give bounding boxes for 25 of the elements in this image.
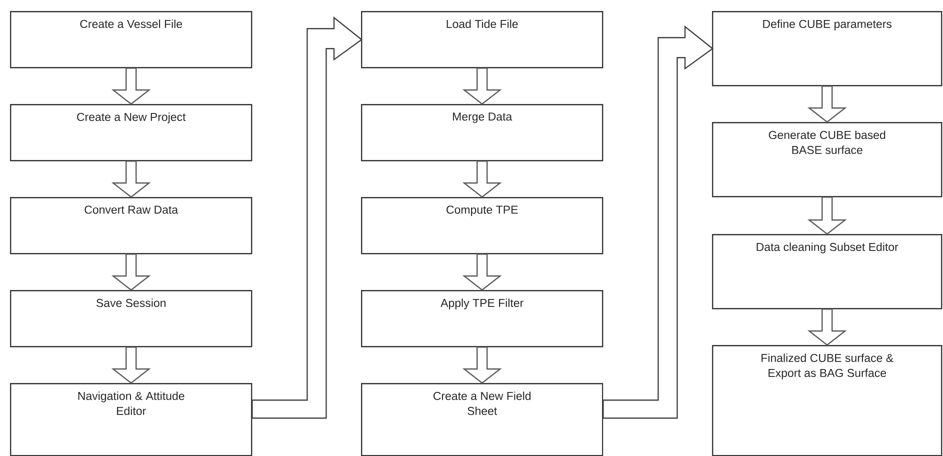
- process-box: Define CUBE parameters: [712, 11, 942, 86]
- hollow-arrow: [807, 86, 847, 123]
- process-box: Create a Vessel File: [10, 11, 252, 68]
- process-box: Convert Raw Data: [10, 197, 252, 254]
- process-box: Merge Data: [361, 104, 604, 162]
- process-box: Data cleaning Subset Editor: [712, 234, 942, 310]
- process-box: Save Session: [10, 290, 252, 348]
- hollow-arrow: [111, 254, 151, 291]
- hollow-arrow: [807, 308, 847, 346]
- hollow-arrow: [462, 160, 502, 198]
- process-box: Create a New Field Sheet: [361, 383, 604, 456]
- hollow-arrow: [462, 68, 502, 105]
- process-box: Compute TPE: [361, 197, 604, 254]
- hollow-arrow: [111, 346, 151, 384]
- process-box: Navigation & Attitude Editor: [10, 383, 252, 456]
- process-box: Generate CUBE based BASE surface: [712, 122, 942, 198]
- process-box: Create a New Project: [10, 104, 252, 162]
- hollow-arrow: [111, 160, 151, 198]
- hollow-arrow: [462, 254, 502, 291]
- hollow-arrow: [111, 68, 151, 105]
- hollow-arrow: [462, 346, 502, 384]
- process-box: Apply TPE Filter: [361, 290, 604, 348]
- process-box: Load Tide File: [361, 11, 604, 68]
- hollow-arrow: [807, 196, 847, 235]
- process-box: Finalized CUBE surface & Export as BAG Surface: [712, 345, 942, 456]
